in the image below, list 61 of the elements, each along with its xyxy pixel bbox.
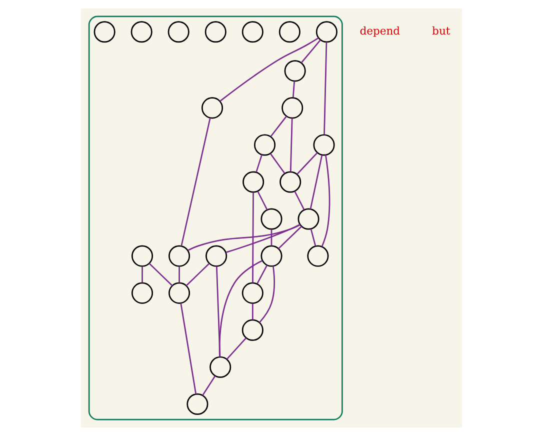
- connector: [180, 118, 211, 246]
- label: but: [432, 24, 450, 38]
- node-circle: [131, 245, 154, 267]
- connector: [278, 226, 302, 250]
- connector: [218, 260, 263, 357]
- connector: [300, 40, 321, 64]
- connector: [258, 266, 275, 323]
- connector: [321, 154, 330, 247]
- connector: [188, 224, 300, 252]
- connector: [310, 155, 323, 210]
- node-circle: [168, 245, 190, 267]
- connector: [290, 118, 293, 172]
- connector: [292, 81, 296, 98]
- node-circle: [168, 282, 190, 304]
- connector: [142, 266, 143, 283]
- connector: [256, 264, 268, 284]
- connector: [202, 376, 216, 396]
- connector: [270, 116, 288, 137]
- label: depend: [360, 24, 400, 38]
- node-circle: [94, 21, 116, 43]
- node-circle: [210, 356, 232, 378]
- node-circle: [186, 393, 208, 415]
- node-circle: [202, 97, 224, 119]
- connector: [186, 262, 210, 286]
- node-circle: [242, 319, 264, 341]
- node-circle: [206, 245, 228, 267]
- node-circle: [242, 282, 264, 304]
- connector: [148, 262, 173, 286]
- node-circle: [278, 21, 300, 43]
- connector: [252, 192, 254, 283]
- node-circle: [131, 282, 154, 304]
- node-circle: [254, 134, 276, 156]
- node-circle: [242, 21, 264, 43]
- connector: [180, 302, 197, 394]
- node-circle: [298, 208, 320, 230]
- node-circle: [313, 134, 335, 156]
- connector: [256, 154, 263, 172]
- connector: [310, 228, 316, 246]
- node-circle: [280, 171, 302, 193]
- connector: [220, 37, 319, 102]
- cluster: [88, 16, 343, 420]
- connector: [324, 42, 328, 135]
- node-circle: [284, 60, 306, 82]
- node-circle: [204, 21, 226, 43]
- connector: [226, 224, 300, 254]
- node-circle: [242, 171, 264, 193]
- connector: [294, 190, 305, 210]
- node-circle: [260, 245, 282, 267]
- connector: [226, 338, 247, 360]
- connector: [270, 229, 272, 246]
- node-circle: [282, 97, 304, 119]
- connector: [252, 303, 254, 320]
- connector: [257, 190, 268, 210]
- node-circle: [168, 21, 190, 43]
- connector: [178, 266, 180, 283]
- connector: [296, 152, 318, 175]
- node-circle: [316, 21, 338, 43]
- connector: [270, 153, 286, 174]
- node-circle: [307, 245, 329, 267]
- node-circle: [130, 21, 152, 43]
- node-circle: [260, 208, 282, 230]
